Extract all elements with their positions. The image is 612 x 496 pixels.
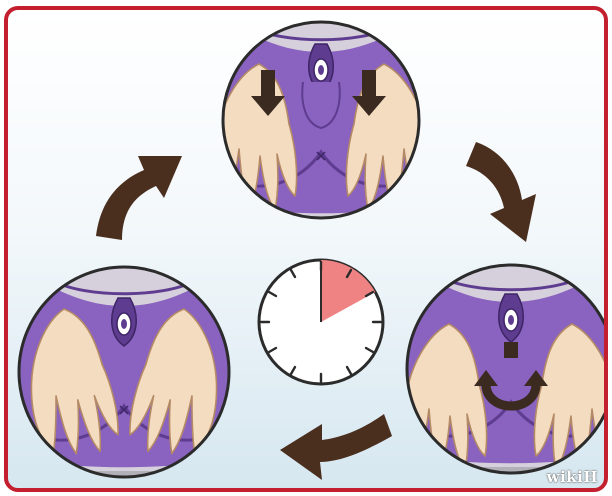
cycle-arrow-icon xyxy=(96,156,182,240)
step-panel-spread-open xyxy=(14,266,234,486)
step-panel-pull-apart xyxy=(401,262,608,482)
illustration-card: wikiH xyxy=(4,6,608,492)
cycle-arrow-icon xyxy=(466,142,536,242)
illustration-scene xyxy=(8,10,608,492)
timer-clock-icon xyxy=(259,260,383,384)
step-panel-press-down xyxy=(211,12,431,232)
cycle-arrow-icon xyxy=(280,414,392,480)
wikihow-watermark-logo: wikiH xyxy=(547,468,598,486)
